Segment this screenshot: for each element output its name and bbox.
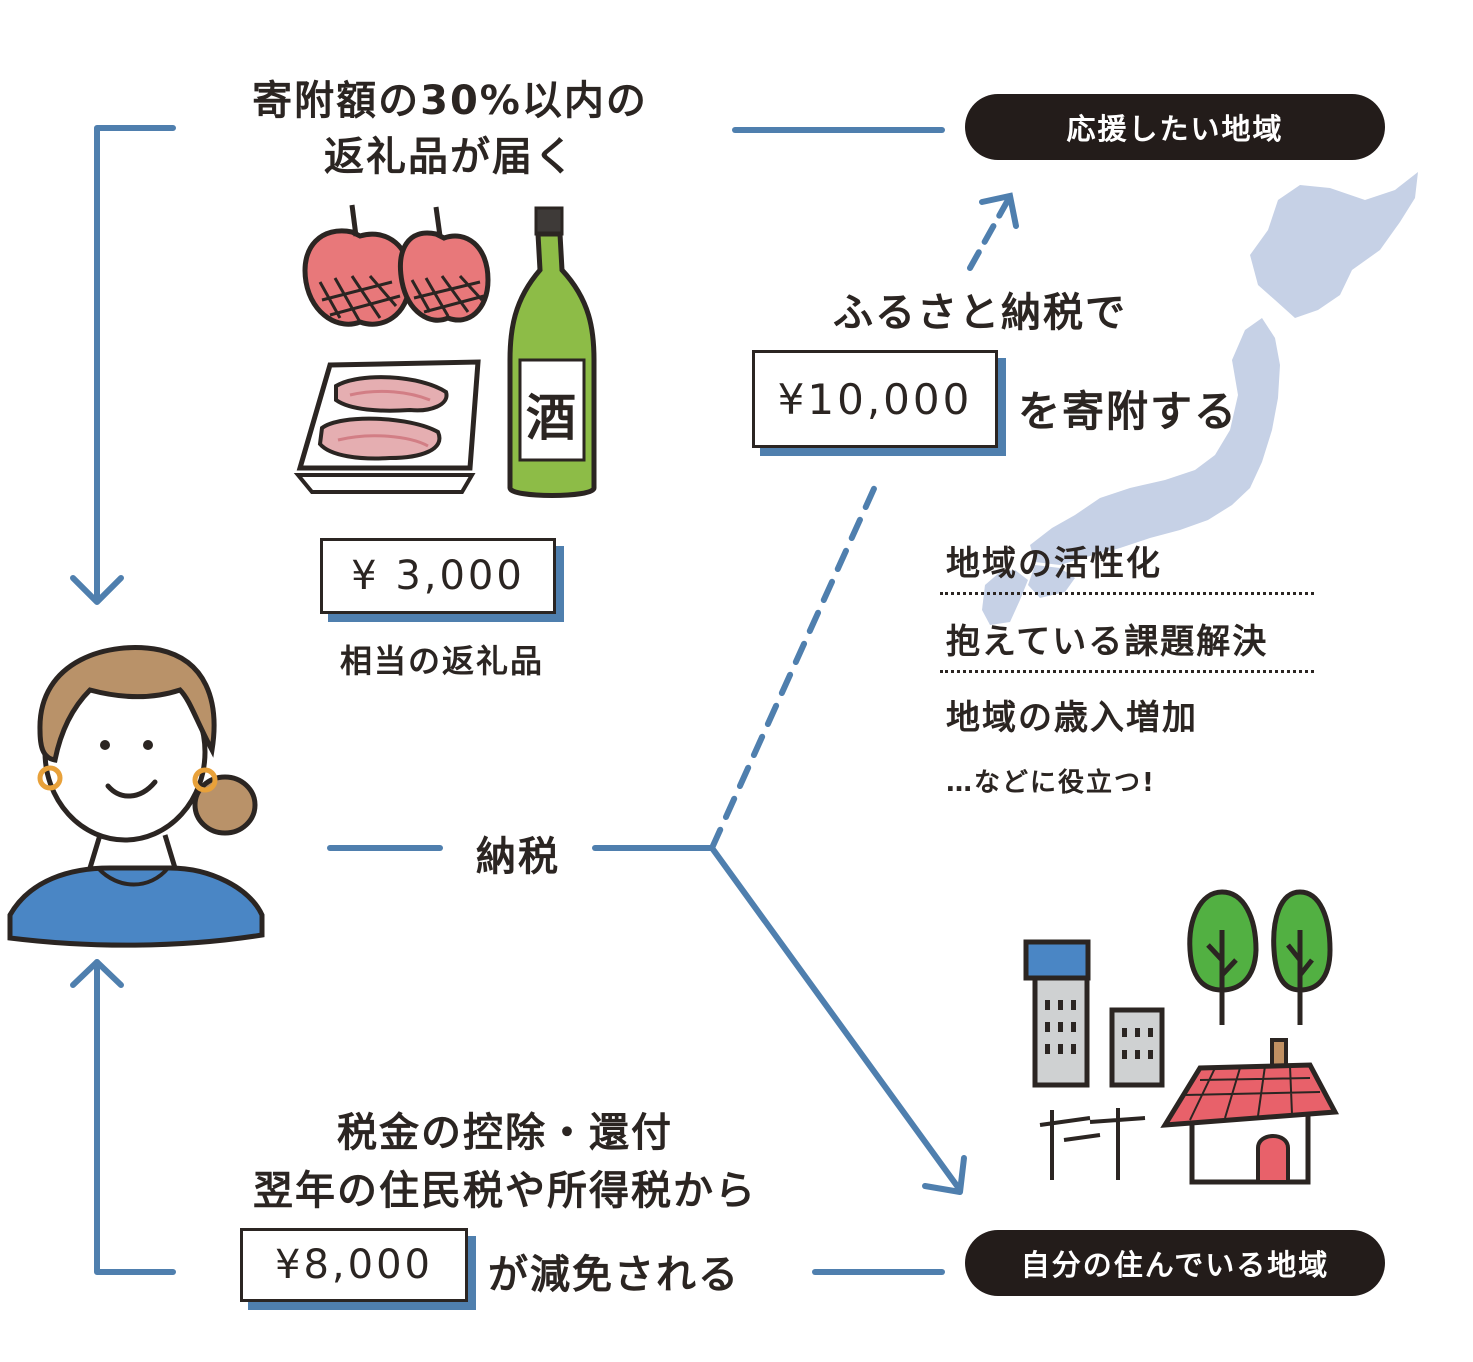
deduction-amount-box: ¥8,000 [240, 1228, 468, 1302]
house-icon [1160, 1038, 1340, 1185]
top-flow-line1: 寄附額の30%以内の [252, 78, 648, 124]
donation-suffix: を寄附する [1018, 387, 1239, 436]
flow-lines [70, 125, 967, 1275]
gift-amount-box: ¥ 3,000 [320, 538, 556, 614]
home-region-pill: 自分の住んでいる地域 [965, 1230, 1385, 1296]
donation-amount: ¥10,000 [777, 374, 973, 424]
sake-bottle-icon [507, 206, 597, 498]
pay-label: 納税 [476, 834, 560, 880]
japan-map-icon [982, 172, 1418, 625]
home-region-label: 自分の住んでいる地域 [1020, 1248, 1330, 1282]
donation-dashed-line [709, 192, 1019, 851]
person-icon [7, 645, 265, 948]
support-region-pill: 応援したい地域 [965, 94, 1385, 160]
donation-amount-box: ¥10,000 [752, 350, 998, 448]
benefit-item-2: 抱えている課題解決 [946, 622, 1269, 662]
deduction-suffix: が減免される [488, 1252, 740, 1298]
benefit-divider-2 [940, 670, 1314, 673]
benefit-item-1: 地域の活性化 [946, 544, 1162, 584]
apple-icon [398, 206, 491, 323]
tree-icon [1187, 889, 1333, 1025]
bottom-flow-line2: 翌年の住民税や所得税から [253, 1168, 757, 1214]
top-flow-line2: 返礼品が届く [324, 134, 576, 180]
gift-caption: 相当の返礼品 [339, 642, 544, 680]
benefit-item-3: 地域の歳入増加 [946, 698, 1198, 738]
meat-tray-icon [293, 359, 481, 494]
sake-label: 酒 [526, 388, 578, 447]
donation-line1: ふるさと納税で [833, 290, 1127, 336]
apple-icon [302, 204, 413, 327]
building-icon [1023, 939, 1165, 1180]
benefit-divider-1 [940, 592, 1314, 595]
deduction-amount: ¥8,000 [275, 1242, 433, 1288]
benefit-note: …などに役立つ! [946, 768, 1156, 798]
support-region-label: 応援したい地域 [1066, 112, 1284, 146]
bottom-flow-line1: 税金の控除・還付 [337, 1110, 673, 1156]
gift-amount: ¥ 3,000 [351, 553, 525, 599]
